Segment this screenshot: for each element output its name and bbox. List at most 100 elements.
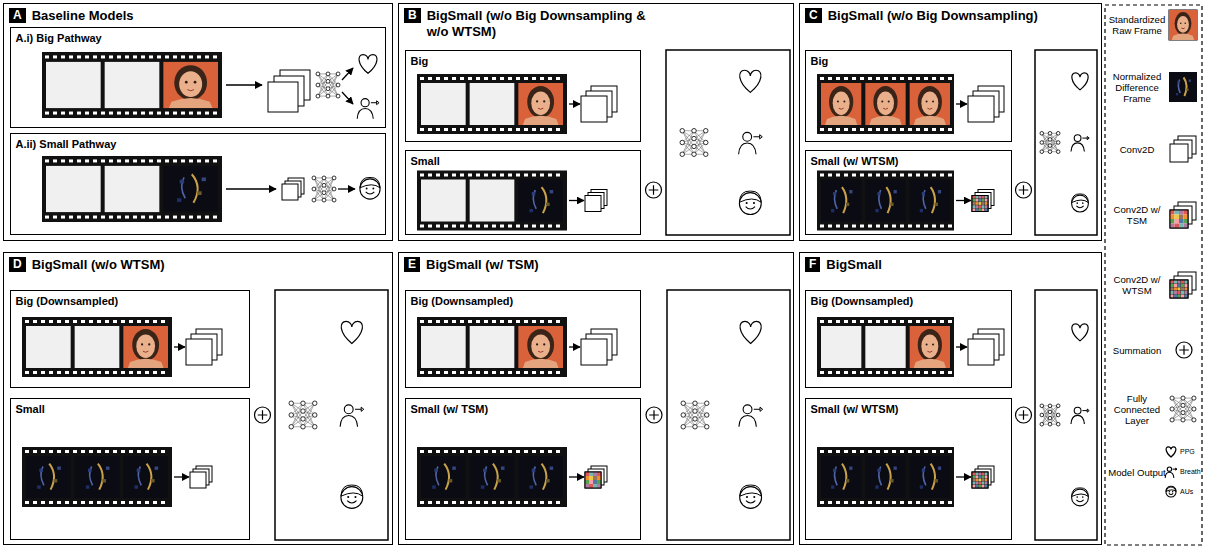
sprocket-hole: [77, 216, 81, 219]
sprocket-hole: [161, 501, 165, 504]
blank-frame: [46, 62, 101, 108]
au-hair: [1166, 486, 1176, 491]
blank-frame: [46, 166, 101, 212]
blank-frame: [421, 180, 466, 222]
sprocket-hole: [516, 174, 520, 177]
sprocket-hole: [476, 371, 480, 374]
motion-edge: [542, 464, 547, 490]
sprocket-hole: [948, 174, 952, 177]
sprocket-hole: [892, 77, 896, 80]
fc-unit: [705, 425, 709, 429]
au-smile: [1076, 206, 1083, 208]
sprocket-hole: [189, 159, 193, 162]
sprocket-hole: [508, 77, 512, 80]
sprocket-hole: [932, 320, 936, 323]
conv-filter: [972, 196, 988, 212]
legend-label: Summation: [1108, 345, 1166, 356]
heart-icon: [359, 55, 377, 74]
sprocket-hole: [436, 128, 440, 131]
breath-head: [743, 405, 752, 414]
sprocket-hole: [121, 450, 125, 453]
arrow: [956, 346, 967, 347]
sprocket-hole: [924, 320, 928, 323]
sprocket-hole: [420, 174, 424, 177]
fc-unit: [313, 401, 317, 405]
shift-cell: [1170, 210, 1175, 215]
sprocket-hole: [476, 128, 480, 131]
sprocket-hole: [452, 225, 456, 228]
sprocket-hole: [161, 371, 165, 374]
sprocket-hole: [868, 128, 872, 131]
panel-letter: F: [805, 257, 820, 272]
pixel: [875, 485, 878, 488]
heart-icon: [1166, 447, 1176, 457]
sprocket-hole: [89, 450, 93, 453]
shoulders: [523, 116, 559, 125]
shift-cell: [589, 476, 593, 480]
pixel: [532, 469, 536, 472]
pathway-label: Big: [406, 52, 434, 71]
sprocket-hole: [460, 501, 464, 504]
sprocket-hole: [924, 501, 928, 504]
sprocket-hole: [908, 77, 912, 80]
blank-frame: [26, 326, 71, 368]
arrow: [226, 188, 276, 189]
sprocket-hole: [948, 77, 952, 80]
shift-cell: [975, 199, 978, 202]
shift-cell: [1175, 215, 1180, 220]
sprocket-hole: [468, 501, 472, 504]
breath-air: [1173, 468, 1177, 470]
conv-filter: [1170, 210, 1188, 228]
shift-cell: [982, 199, 985, 202]
label-row: Small (w/ TSM): [406, 399, 640, 419]
au-smile: [746, 207, 755, 209]
panel: BBigSmall (w/o Big Downsampling & w/o WT…: [398, 3, 794, 241]
sprocket-hole: [129, 501, 133, 504]
sprocket-hole: [93, 159, 97, 162]
conv-filter: [190, 472, 206, 488]
fc-unit: [326, 94, 330, 98]
au-face: [1072, 195, 1089, 212]
pixel: [88, 469, 92, 472]
sprocket-hole: [173, 159, 177, 162]
sprocket-hole: [428, 77, 432, 80]
sprocket-hole: [844, 320, 848, 323]
breath-air: [1082, 409, 1089, 412]
sprocket-hole: [125, 216, 129, 219]
sprocket-hole: [205, 216, 209, 219]
sprocket-hole: [820, 77, 824, 80]
sprocket-hole: [173, 216, 177, 219]
shoulders: [825, 116, 857, 125]
sprocket-hole: [85, 216, 89, 219]
pixel: [922, 192, 925, 195]
sprocket-hole: [876, 501, 880, 504]
sprocket-hole: [428, 501, 432, 504]
sprocket-hole: [932, 225, 936, 228]
shoulders: [169, 98, 213, 108]
mouth: [187, 90, 194, 91]
sprocket-hole: [900, 320, 904, 323]
fc-unit: [332, 187, 336, 191]
pixel: [452, 467, 456, 470]
sprocket-hole: [820, 450, 824, 453]
sprocket-hole: [476, 320, 480, 323]
difference-frame: [75, 456, 120, 498]
sprocket-hole: [932, 77, 936, 80]
sprocket-hole: [500, 225, 504, 228]
sprocket-hole: [924, 450, 928, 453]
sprocket-hole: [117, 55, 121, 58]
sprocket-hole: [137, 371, 141, 374]
shift-cell: [978, 199, 981, 202]
sprocket-hole: [476, 225, 480, 228]
fc-unit: [289, 413, 293, 417]
sprocket-hole: [53, 112, 57, 115]
pixel: [137, 469, 141, 472]
panel-header: ABaseline Models: [4, 4, 392, 24]
sprocket-hole: [129, 320, 133, 323]
sprocket-hole: [125, 55, 129, 58]
pixel: [920, 485, 923, 488]
face: [1177, 16, 1189, 33]
shift-cell: [975, 482, 978, 485]
sprocket-hole: [173, 112, 177, 115]
sprocket-hole: [73, 371, 77, 374]
